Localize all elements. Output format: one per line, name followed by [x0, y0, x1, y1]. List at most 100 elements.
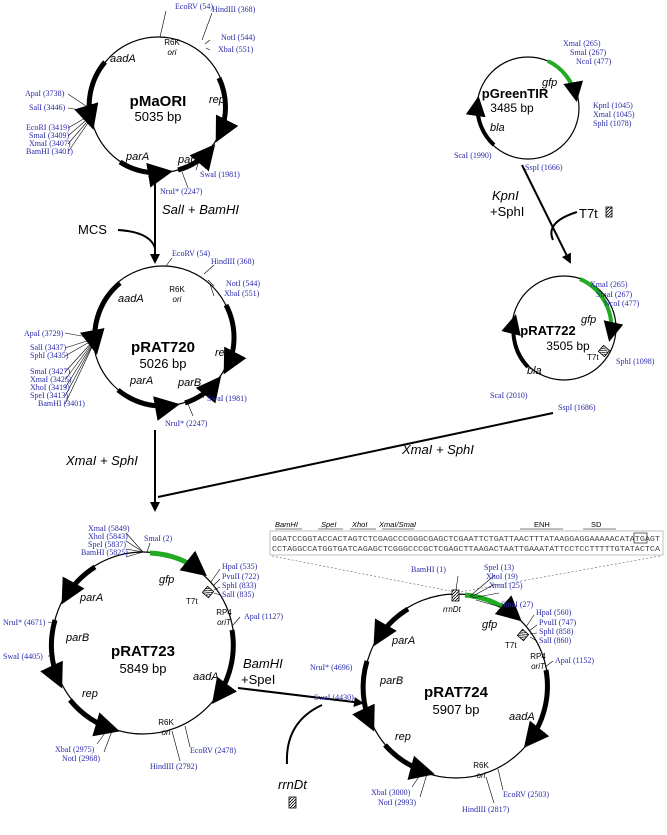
prat720-parb-arrow	[184, 376, 222, 406]
pgreentir-site-ncoi: NcoI (477)	[576, 57, 612, 66]
pmaori-aada-arrow	[74, 60, 107, 130]
prat724-site-swai: SwaI (4430)	[314, 693, 354, 702]
prat720-site-lines	[64, 257, 215, 417]
prat723-gfp-arrow	[149, 550, 207, 577]
pgreentir-name: pGreenTIR	[482, 86, 549, 101]
prat724-gene-para: parA	[391, 635, 415, 647]
step1-enzymes: SalI + BamHI	[162, 202, 239, 217]
prat720-site-sali: SalI (3437)	[30, 343, 67, 352]
prat723-site-spei: SpeI (5837)	[88, 540, 126, 549]
pgreentir-site-scai: ScaI (1990)	[454, 151, 492, 160]
pmaori-ori-label: R6K	[164, 38, 180, 47]
prat724-ori-label: R6K	[473, 761, 489, 770]
prat723-site-ecorv: EcoRV (2478)	[190, 746, 236, 755]
plasmid-prat724: pRAT724 5907 bp gfp parA parB rep aadA R…	[310, 563, 594, 814]
pgreentir-gene-gfp: gfp	[542, 77, 557, 89]
pmaori-site-xbai: XbaI (551)	[218, 45, 254, 54]
step3-right-enzymes: XmaI + SphI	[401, 442, 474, 457]
prat724-name: pRAT724	[424, 684, 489, 701]
sequence-top-strand: GGATCCGGTACCACTAGTCTCGAGCCCGGGCGAGCTCGAA…	[272, 536, 660, 544]
prat724-orit-label: RP4	[530, 652, 546, 661]
prat722-size: 3505 bp	[546, 339, 590, 353]
prat723-ori-label: R6K	[158, 718, 174, 727]
prat723-name: pRAT723	[111, 643, 175, 660]
prat720-site-hindiii: HindIII (368)	[211, 257, 255, 266]
step4-rrndt-label: rrnDt	[278, 777, 308, 792]
pmaori-gene-rep: rep	[209, 94, 225, 106]
step4-cloning: BamHI +SpeI rrnDt	[237, 656, 364, 809]
prat724-site-spei: SpeI (13)	[484, 563, 514, 572]
prat722-t7t-label: T7t	[587, 353, 599, 362]
seq-label-bamhi: BamHI	[275, 520, 298, 529]
prat723-size: 5849 bp	[120, 661, 167, 676]
prat723-gene-gfp: gfp	[159, 574, 174, 586]
prat720-site-smai: SmaI (3427)	[30, 367, 71, 376]
prat723-site-sphi: SphI (833)	[222, 581, 257, 590]
step1-mcs-label: MCS	[78, 222, 107, 237]
plasmid-pmaori: pMaORI 5035 bp aadA rep parA parB R6K or…	[25, 2, 256, 196]
prat724-parb-arrow	[352, 660, 375, 732]
pmaori-site-nrui: NruI* (2247)	[160, 187, 203, 196]
prat722-gene-bla: bla	[527, 365, 542, 377]
prat722-gfp-arrow	[579, 277, 624, 342]
pmaori-site-xmai: XmaI (3407)	[29, 139, 71, 148]
step2-kpni: KpnI	[492, 188, 519, 203]
prat723-site-sali: SalI (835)	[222, 590, 255, 599]
prat722-site-ncoi: NcoI (477)	[604, 299, 640, 308]
prat720-size: 5026 bp	[140, 356, 187, 371]
step2-terminator-icon	[605, 206, 613, 218]
prat720-site-sphi: SphI (3435)	[30, 351, 69, 360]
pgreentir-site-smai: SmaI (267)	[570, 48, 607, 57]
prat723-site-pvuii: PvuII (722)	[222, 572, 259, 581]
prat723-t7t-label: T7t	[186, 597, 198, 606]
pmaori-site-swai: SwaI (1981)	[200, 170, 240, 179]
step4-bamhi: BamHI	[243, 656, 283, 671]
prat724-site-apai: ApaI (1152)	[555, 656, 594, 665]
prat724-orit-sub: oriT	[531, 662, 546, 671]
pgreentir-site-xmai: XmaI (265)	[563, 39, 601, 48]
prat720-site-ecorv: EcoRV (54)	[172, 249, 210, 258]
prat724-gene-rep: rep	[395, 731, 411, 743]
prat720-gene-rep: rep	[215, 347, 231, 359]
prat722-site-sphi: SphI (1098)	[616, 357, 655, 366]
prat722-terminator-icon	[597, 344, 611, 358]
seq-label-xhoi: XhoI	[351, 520, 367, 529]
prat720-site-noti: NotI (544)	[226, 279, 260, 288]
prat723-site-noti: NotI (2968)	[62, 754, 100, 763]
prat724-site-hpai: HpaI (560)	[536, 608, 572, 617]
pmaori-size: 5035 bp	[135, 109, 182, 124]
seq-label-enh: ENH	[534, 520, 550, 529]
prat723-orit-label: RP4	[216, 608, 232, 617]
prat724-gfp-arrow	[464, 592, 522, 622]
step4-terminator-icon	[288, 796, 297, 809]
prat723-site-smai: SmaI (2)	[144, 534, 173, 543]
pmaori-gene-para: parA	[125, 151, 149, 163]
pmaori-rep-arrow	[215, 76, 239, 143]
step2-t7t-label: T7t	[579, 206, 598, 221]
step2-sphi: +SphI	[490, 204, 524, 219]
prat723-site-hindiii: HindIII (2792)	[150, 762, 198, 771]
prat720-aada-arrow	[79, 281, 122, 355]
prat724-gene-aada: aadA	[509, 711, 535, 723]
prat724-gene-gfp: gfp	[482, 619, 497, 631]
pmaori-para-arrow	[118, 159, 173, 188]
prat724-size: 5907 bp	[433, 702, 480, 717]
pmaori-site-bamhi: BamHI (3401)	[26, 147, 73, 156]
prat724-gene-parb: parB	[379, 675, 403, 687]
prat720-gene-parb: parB	[177, 377, 201, 389]
prat720-ori-label: R6K	[169, 285, 185, 294]
sequence-bottom-strand: CCTAGGCCATGGTGATCAGAGCTCGGGCCCGCTCGAGCTT…	[272, 546, 661, 554]
prat724-t7t-label: T7t	[505, 641, 517, 650]
prat724-para-arrow	[373, 606, 410, 647]
seq-label-spei: SpeI	[321, 520, 336, 529]
prat724-site-xhoi: XhoI (19)	[486, 572, 518, 581]
pmaori-site-hindiii: HindIII (368)	[212, 5, 256, 14]
prat720-para-arrow	[116, 388, 180, 421]
prat724-site-hindiii: HindIII (2817)	[462, 805, 510, 814]
prat724-rrndt-label: rrnDt	[443, 605, 462, 614]
seq-label-sd: SD	[591, 520, 602, 529]
pmaori-site-lines	[67, 10, 213, 189]
prat724-site-bamhi: BamHI (1)	[411, 565, 446, 574]
prat723-site-lines	[47, 532, 241, 762]
